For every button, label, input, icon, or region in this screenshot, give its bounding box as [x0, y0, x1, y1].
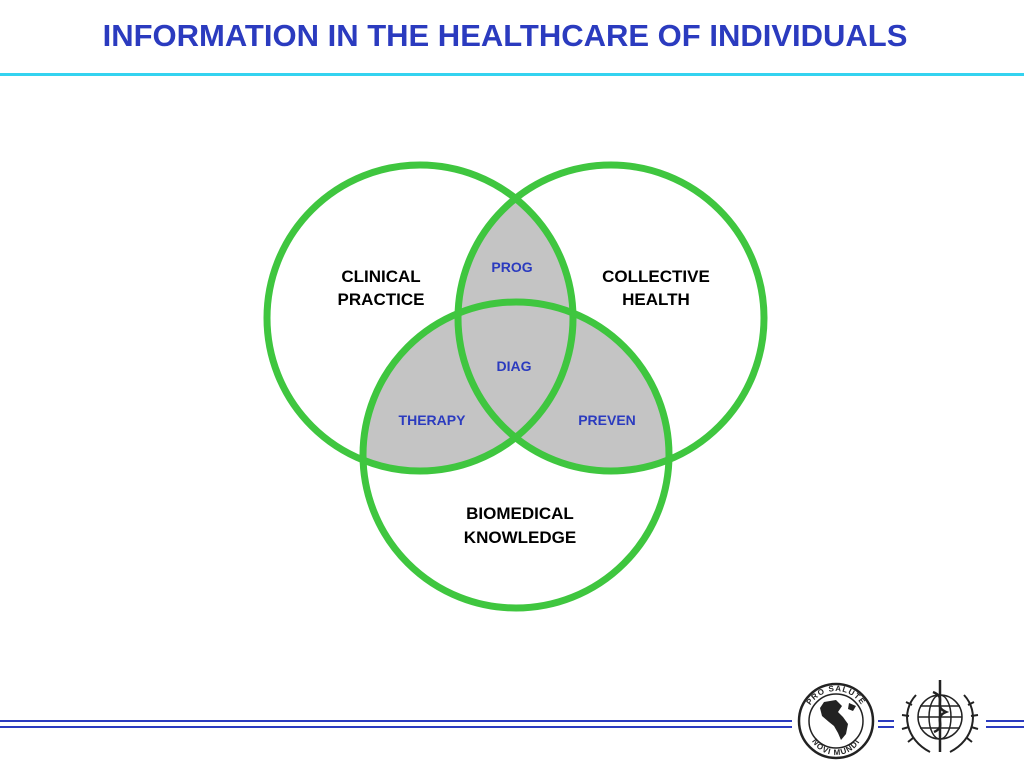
circle-collective-health	[454, 161, 768, 475]
label-collective-line1: COLLECTIVE	[602, 267, 710, 286]
who-emblem-logo	[901, 680, 979, 753]
circle-biomedical-knowledge	[359, 298, 673, 612]
label-biomedical-line1: BIOMEDICAL	[466, 504, 574, 523]
label-preven: PREVEN	[578, 412, 636, 428]
label-prog: PROG	[491, 259, 532, 275]
footer-rule	[0, 720, 1024, 728]
label-biomedical-line2: KNOWLEDGE	[464, 528, 576, 547]
label-clinical-line1: CLINICAL	[341, 267, 420, 286]
label-collective-line2: HEALTH	[622, 290, 690, 309]
label-clinical-line2: PRACTICE	[338, 290, 425, 309]
paho-seal-logo: PRO SALUTE NOVI MUNDI	[797, 682, 875, 760]
label-therapy: THERAPY	[399, 412, 467, 428]
label-diag: DIAG	[497, 358, 532, 374]
slide-title: INFORMATION IN THE HEALTHCARE OF INDIVID…	[102, 18, 908, 53]
title-divider	[0, 73, 1024, 76]
circle-clinical-practice	[263, 161, 577, 475]
